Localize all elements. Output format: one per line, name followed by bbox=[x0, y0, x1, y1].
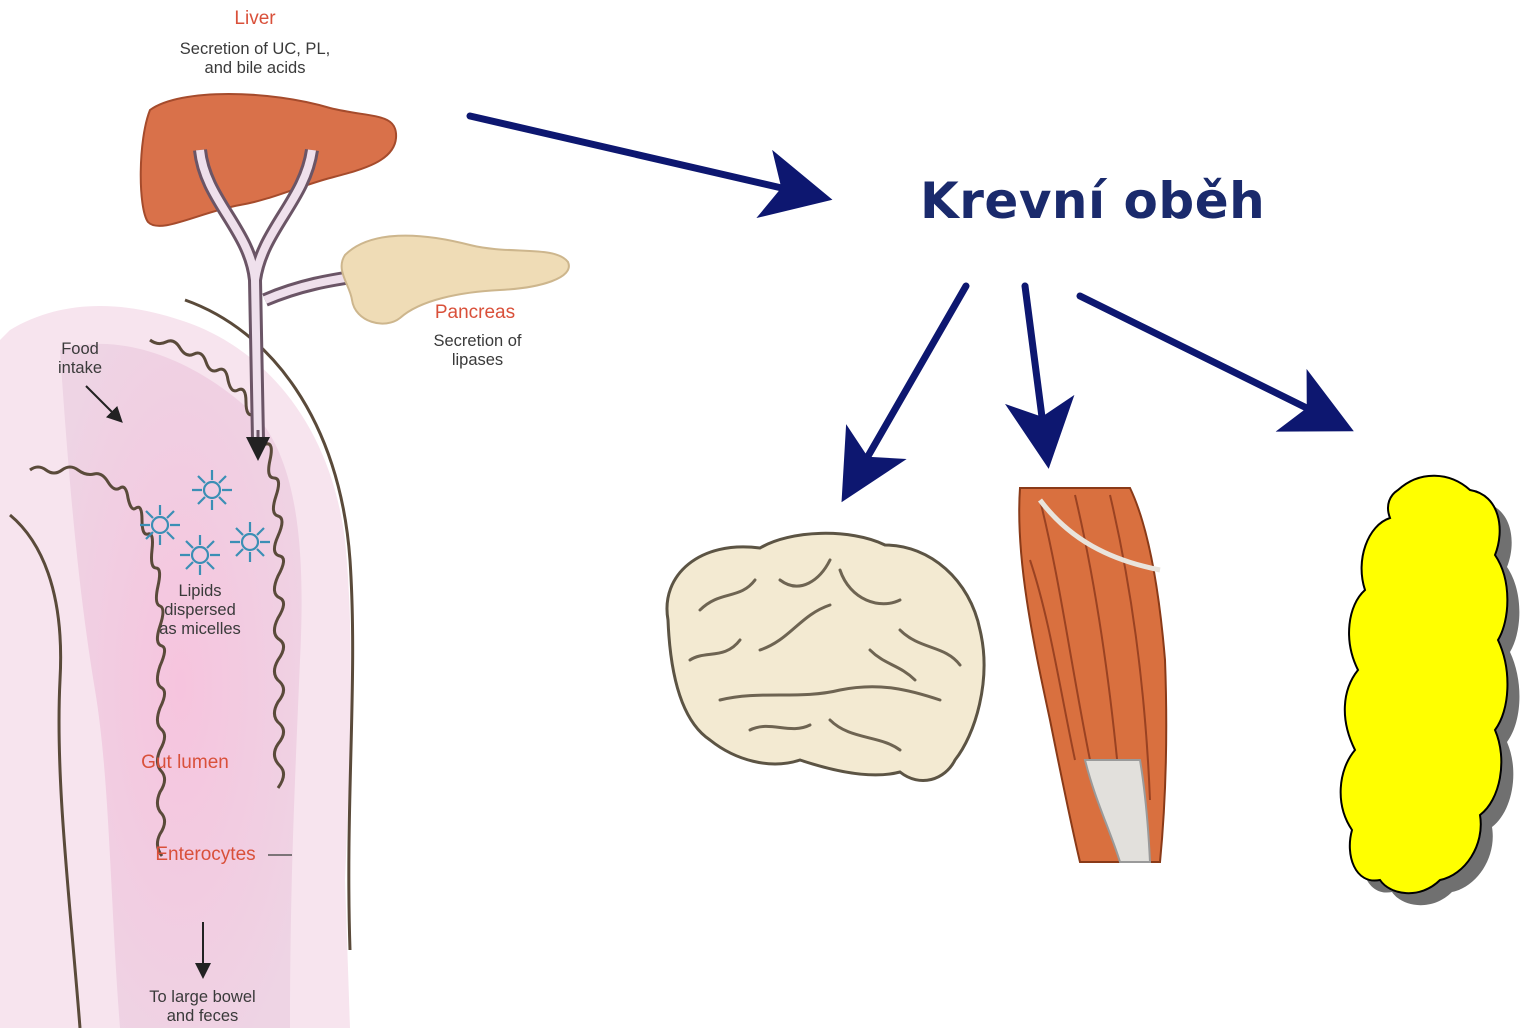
food-intake-label: Food intake bbox=[40, 340, 120, 378]
adipose-fat-icon bbox=[1341, 476, 1520, 905]
arrow-to-fat bbox=[1080, 296, 1335, 422]
lipids-label: Lipids dispersed as micelles bbox=[140, 582, 260, 639]
liver-description-line-1: Secretion of UC, PL, bbox=[140, 40, 370, 59]
brain-icon bbox=[667, 533, 984, 780]
bowel-label: To large bowel and feces bbox=[120, 988, 285, 1026]
liver-description: Secretion of UC, PL, and bile acids bbox=[140, 40, 370, 78]
circulation-title: Krevní oběh bbox=[920, 172, 1265, 230]
lipids-line-1: Lipids bbox=[140, 582, 260, 601]
liver-label: Liver bbox=[205, 8, 305, 30]
lipids-line-3: as micelles bbox=[140, 620, 260, 639]
food-intake-line-2: intake bbox=[40, 359, 120, 378]
liver-description-line-2: and bile acids bbox=[140, 59, 370, 78]
bowel-line-2: and feces bbox=[120, 1007, 285, 1026]
bowel-line-1: To large bowel bbox=[120, 988, 285, 1007]
pancreas-description-line-2: lipases bbox=[410, 351, 545, 370]
lipids-line-2: dispersed bbox=[140, 601, 260, 620]
arrow-to-circulation bbox=[470, 116, 812, 195]
gut-lumen-label: Gut lumen bbox=[120, 752, 250, 774]
food-intake-line-1: Food bbox=[40, 340, 120, 359]
pancreas-label: Pancreas bbox=[415, 302, 535, 324]
enterocytes-label: Enterocytes bbox=[138, 844, 273, 866]
arrow-to-muscle bbox=[1025, 286, 1046, 448]
thigh-muscle-icon bbox=[1019, 488, 1166, 862]
arrow-to-brain bbox=[852, 286, 966, 484]
liver-icon bbox=[141, 94, 396, 226]
gut-illustration bbox=[0, 300, 353, 1028]
pancreas-description-line-1: Secretion of bbox=[410, 332, 545, 351]
pancreas-description: Secretion of lipases bbox=[410, 332, 545, 370]
